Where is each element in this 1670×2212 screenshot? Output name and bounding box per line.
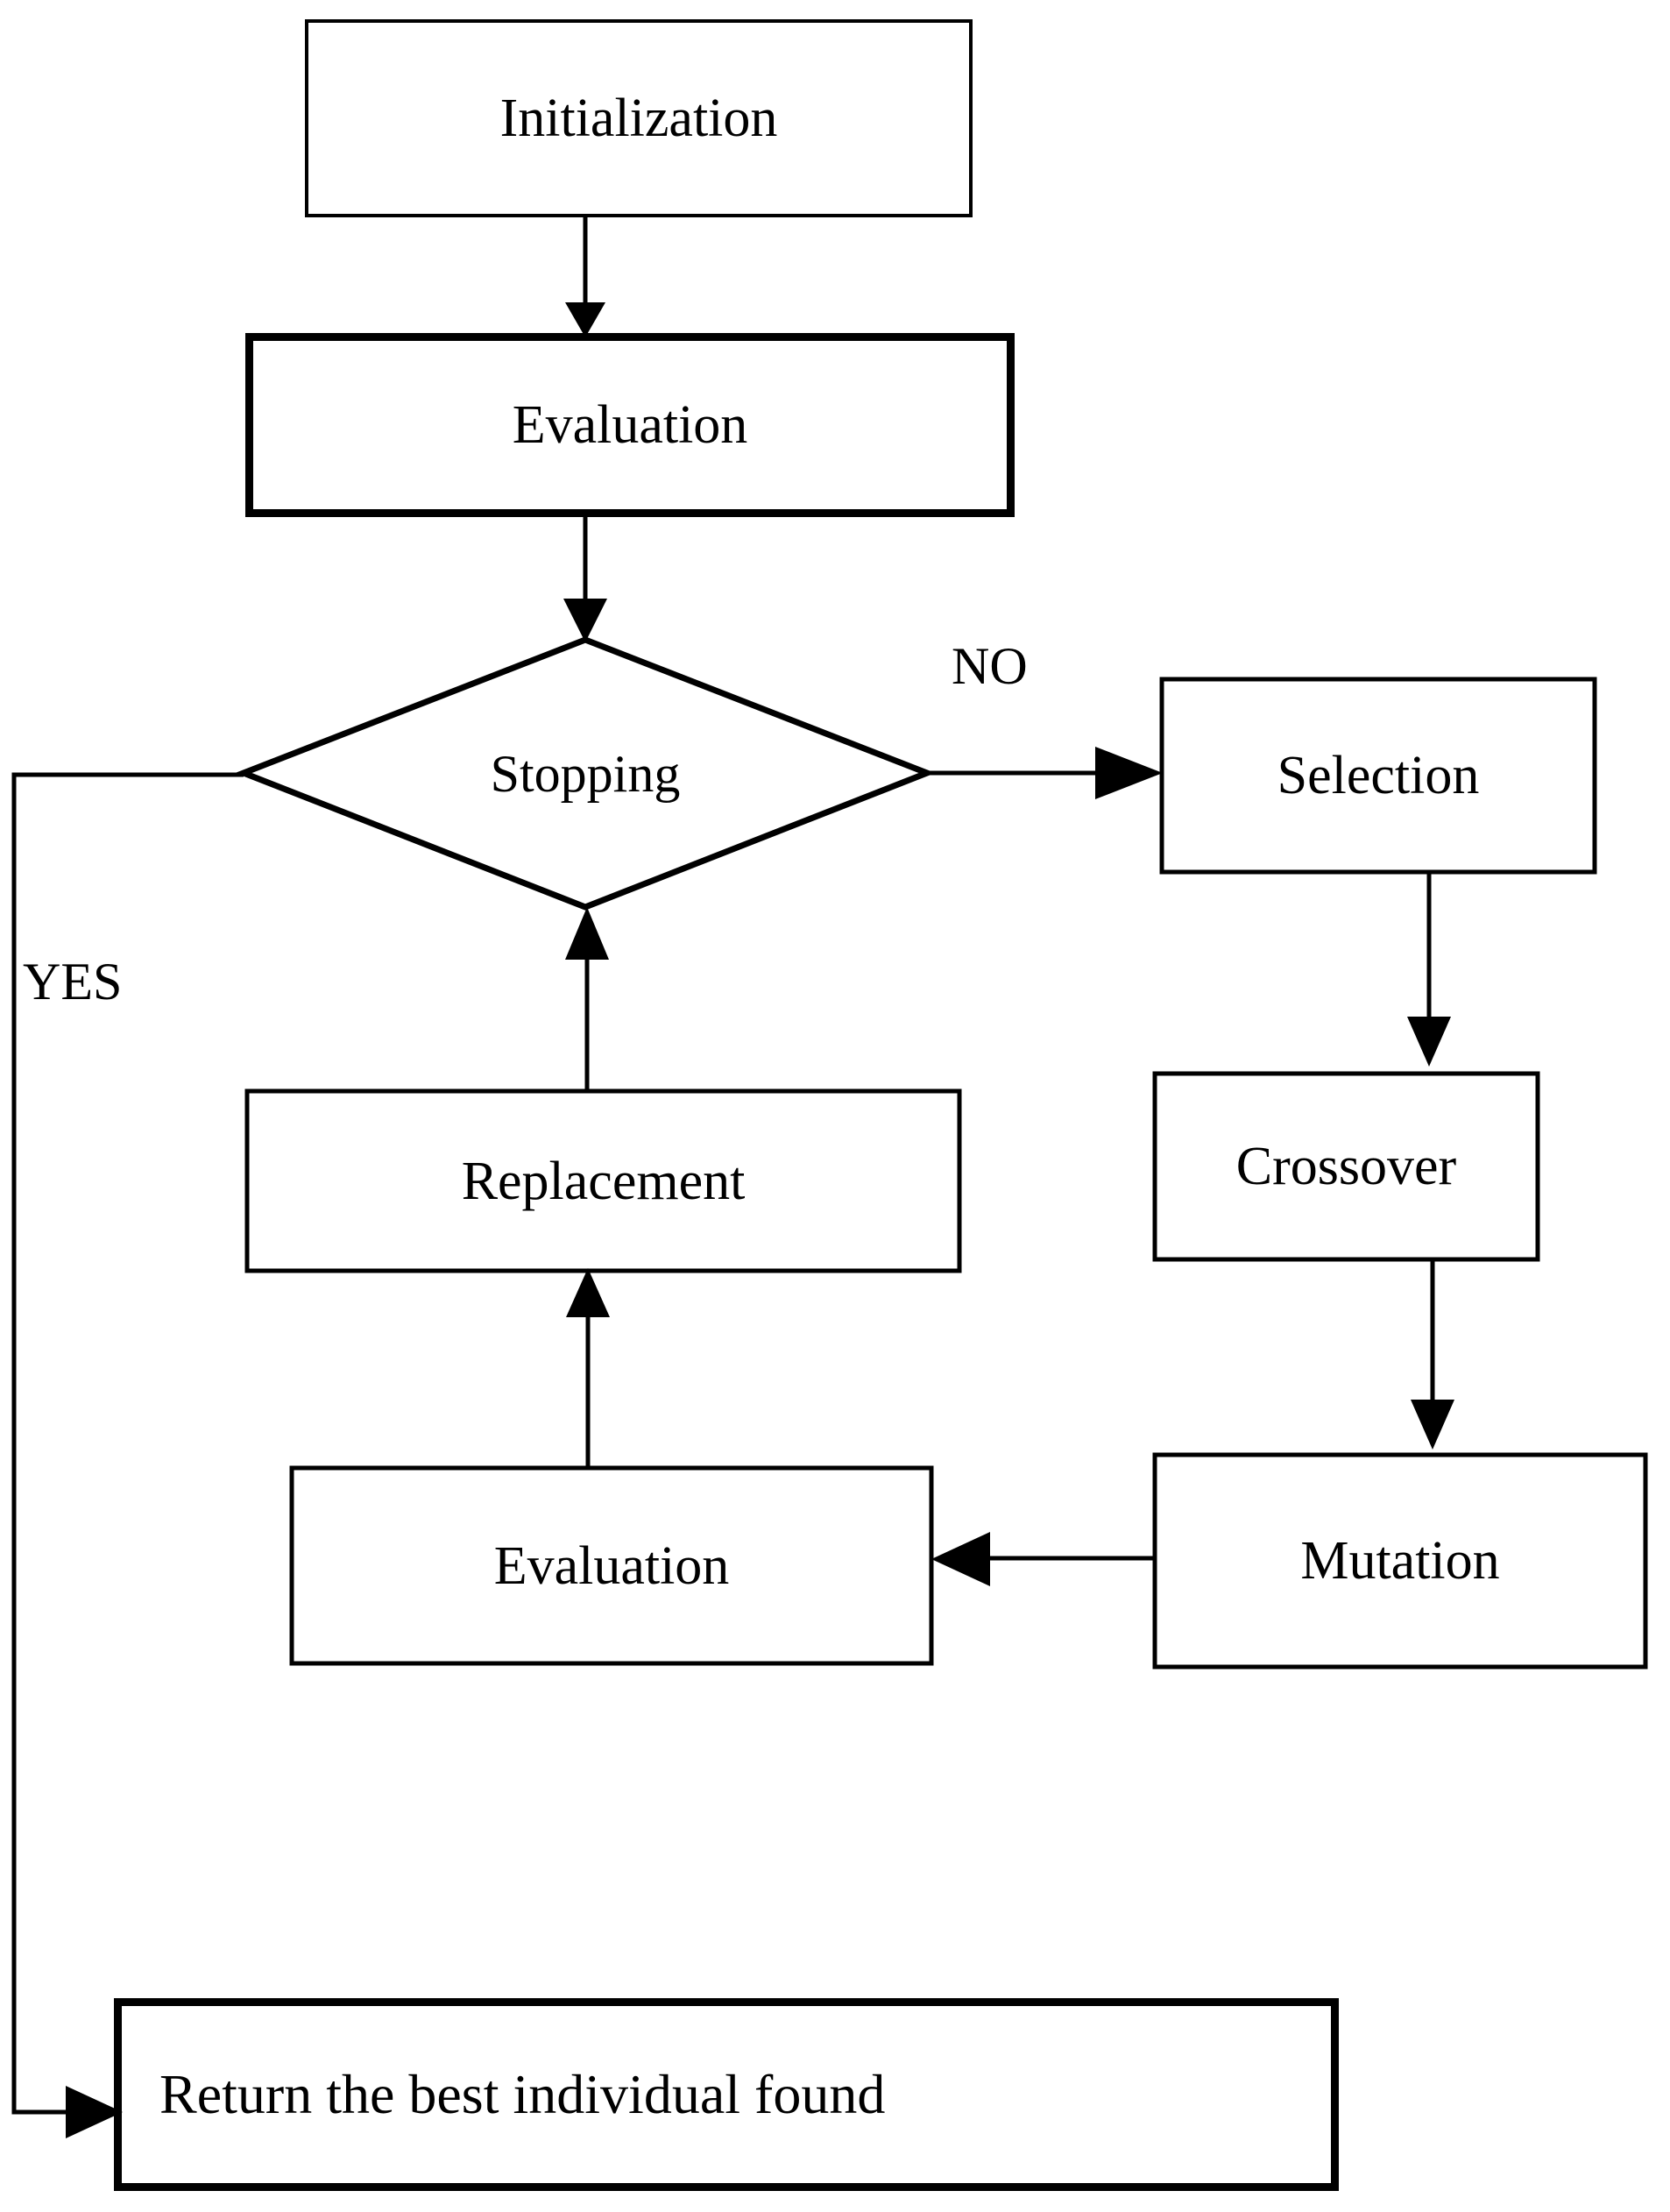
node-shape-replacement [244, 1088, 962, 1273]
edge-evaluation-bottom-to-replacement [566, 1268, 610, 1468]
node-shape-crossover [1152, 1071, 1540, 1262]
node-shape-mutation [1152, 1452, 1648, 1670]
edge-initialization-to-evaluation-top [565, 216, 605, 337]
edge-mutation-to-evaluation-bottom [931, 1532, 1155, 1586]
edge-evaluation-top-to-stopping [563, 517, 607, 642]
edge-stopping-to-return-best [11, 772, 244, 2138]
edge-crossover-to-mutation [1411, 1259, 1454, 1450]
node-shape-return-best [114, 1998, 1339, 2191]
edge-stopping-to-selection [927, 747, 1163, 799]
edge-label-no: NO [952, 637, 1028, 695]
node-shape-evaluation-top [245, 333, 1015, 517]
node-shape-initialization [305, 19, 973, 217]
edge-label-yes: YES [23, 953, 123, 1010]
node-shape-evaluation-bottom [289, 1465, 934, 1666]
node-shape-selection [1159, 677, 1597, 875]
edge-replacement-to-stopping [565, 907, 609, 1091]
edge-selection-to-crossover [1407, 872, 1451, 1067]
node-shape-stopping [235, 636, 936, 911]
